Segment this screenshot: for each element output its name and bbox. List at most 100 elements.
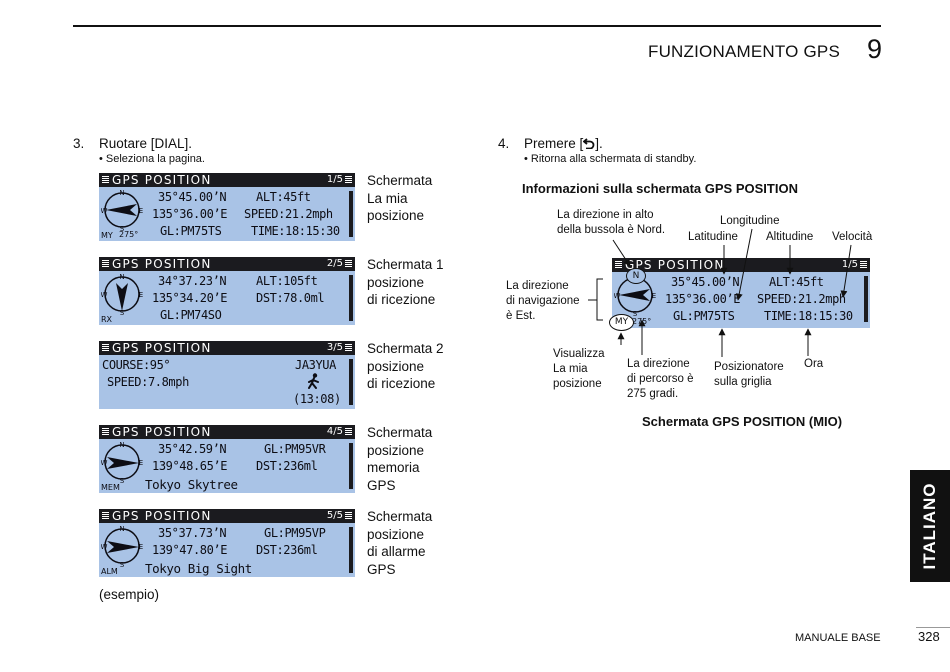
pedestrian-icon [308,373,319,389]
north-marker: N [626,268,646,284]
lcd-page: 1/5 [326,174,343,185]
lcd-distance: DST:78.0ml [256,291,325,305]
lcd-title: GPS POSITION [112,509,212,523]
lcd-longitude: 135°34.20’E [152,291,228,305]
screen2-label: Schermata 1 posizione di ricezione [367,257,444,308]
step4-number: 4. [498,136,510,151]
svg-text:W: W [101,291,108,299]
screen4-label: Schermata posizione memoria GPS [367,425,433,493]
lcd-page: 4/5 [326,426,343,437]
lcd-title: GPS POSITION [112,425,212,439]
lcd-title-bar: GPS POSITION 4/5 [99,425,355,439]
language-tab: ITALIANO [910,470,950,582]
lcd-longitude: 139°48.65’E [152,459,228,473]
callout-my-position: Visualizza La mia posizione [553,348,605,390]
svg-text:N: N [119,189,124,197]
lcd-scrollbar [349,275,353,321]
svg-text:E: E [139,543,143,551]
lcd-latitude: 34°37.23’N [158,274,227,288]
step3-number: 3. [73,136,85,151]
lcd-longitude: 135°36.00’E [665,292,741,306]
callout-grid-locator: Posizionatore sulla griglia [714,361,784,388]
example-note: (esempio) [99,587,160,602]
info-heading: Informazioni sulla schermata GPS POSITIO… [522,181,798,196]
svg-text:W: W [101,207,108,215]
svg-text:S: S [633,310,638,318]
lcd-mode: MY [101,231,113,240]
scroll-bars-icon [860,261,867,269]
lcd-scrollbar [349,359,353,405]
lcd-screen-2: GPS POSITION 2/5 N S E W RX 34°37.23’N 1… [99,257,355,325]
my-position-marker: MY [609,314,634,331]
callout-longitude: Longitudine [720,215,780,227]
callout-latitude: Latitudine [688,231,738,243]
svg-text:W: W [101,459,108,467]
lcd-latitude: 35°45.00’N [671,275,740,289]
signal-bars-icon [102,260,109,268]
lcd-speed: SPEED:21.2mph [244,207,333,221]
lcd-scrollbar [349,191,353,237]
step3-text: Ruotare [DIAL]. [99,136,193,151]
lcd-latitude: 35°37.73’N [158,526,227,540]
svg-text:S: S [120,309,125,317]
compass-icon: N S E W [101,525,143,569]
lcd-distance: DST:236ml [256,459,318,473]
page-number: 328 [918,629,940,644]
compass-icon: N S E W [101,189,143,233]
lcd-altitude: ALT:105ft [256,274,318,288]
lcd-page: 3/5 [326,342,343,353]
svg-text:N: N [119,525,124,533]
lcd-memory-name: Tokyo Big Sight [145,561,252,576]
callout-speed: Velocità [832,231,873,243]
lcd-page: 1/5 [841,259,858,270]
header-rule [73,25,881,27]
lcd-altitude: ALT:45ft [256,190,311,204]
lcd-grid-locator: GL:PM75TS [160,224,222,238]
back-arrow-icon [582,138,595,150]
scroll-bars-icon [345,176,352,184]
lcd-mode: MEM [101,483,120,492]
svg-text:E: E [139,207,143,215]
lcd-page: 2/5 [326,258,343,269]
lcd-page: 5/5 [326,510,343,521]
lcd-time: TIME:18:15:30 [251,224,340,238]
screen3-label: Schermata 2 posizione di ricezione [367,341,444,392]
compass-icon: N S E W [101,273,143,317]
svg-text:W: W [101,543,108,551]
lcd-title: GPS POSITION [625,258,725,272]
svg-text:W: W [614,292,621,300]
lcd-mode: RX [101,315,113,324]
scroll-bars-icon [345,260,352,268]
step4-bullet: • Ritorna alla schermata di standby. [524,153,697,165]
chapter-number: 9 [866,34,882,64]
lcd-time: (13:08) [293,392,341,406]
lcd-speed: SPEED:7.8mph [107,375,189,389]
lcd-callsign: JA3YUA [295,358,336,372]
scroll-bars-icon [345,428,352,436]
lcd-time: TIME:18:15:30 [764,309,853,323]
lcd-screen-3: GPS POSITION 3/5 COURSE:95° SPEED:7.8mph… [99,341,355,409]
signal-bars-icon [102,344,109,352]
lcd-grid-locator: GL:PM95VP [264,526,326,540]
signal-bars-icon [102,428,109,436]
lcd-title-bar: GPS POSITION 1/5 [99,173,355,187]
callout-nav-direction: La direzione di navigazione è Est. [506,280,580,322]
lcd-latitude: 35°42.59’N [158,442,227,456]
svg-text:E: E [139,291,143,299]
lcd-title: GPS POSITION [112,257,212,271]
svg-text:S: S [120,561,125,569]
callout-compass-north: La direzione in alto della bussola è Nor… [557,209,666,236]
page-header-title: FUNZIONAMENTO GPS [648,42,840,61]
lcd-altitude: ALT:45ft [769,275,824,289]
lcd-mode: ALM [101,567,118,576]
lcd-grid-locator: GL:PM95VR [264,442,326,456]
footer-manual: MANUALE BASE [795,632,881,644]
lcd-screen-5: GPS POSITION 5/5 N S E W ALM 35°37.73’N … [99,509,355,577]
callout-course-direction: La direzione di percorso è 275 gradi. [627,358,694,400]
lcd-scrollbar [349,527,353,573]
lcd-distance: DST:236ml [256,543,318,557]
lcd-title-bar: GPS POSITION 2/5 [99,257,355,271]
lcd-memory-name: Tokyo Skytree [145,477,238,492]
svg-text:E: E [652,292,656,300]
